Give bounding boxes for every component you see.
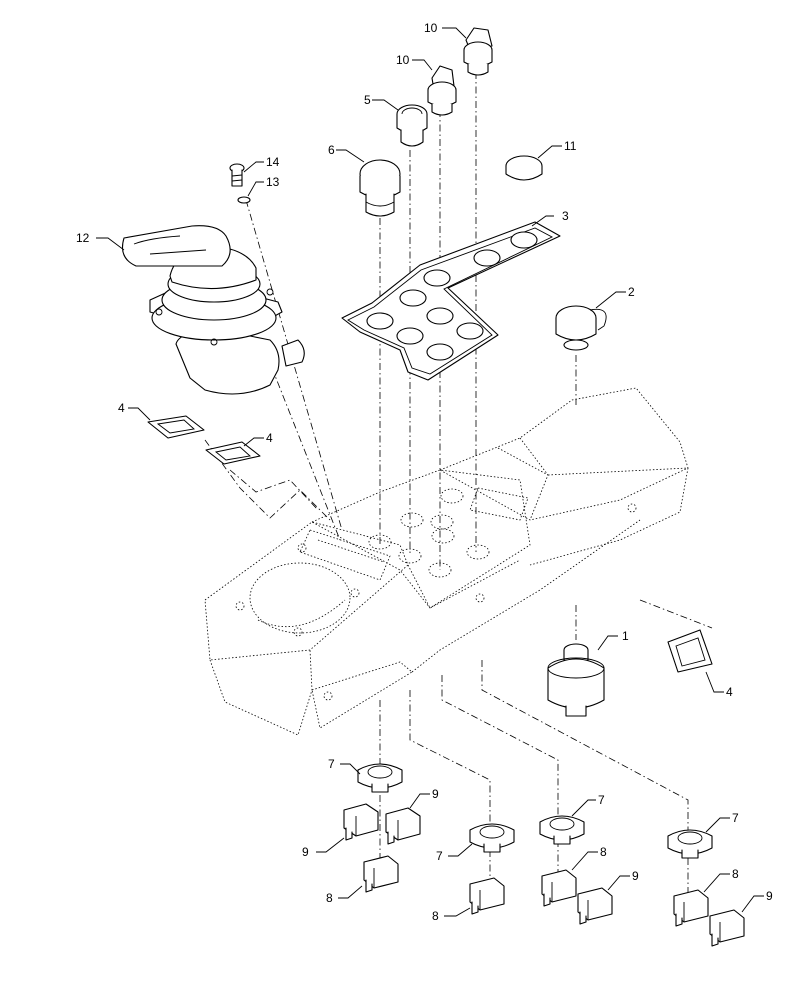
clip-3 <box>539 815 585 845</box>
callout-7c: 7 <box>598 793 605 807</box>
callout-4-middle: 4 <box>266 431 273 445</box>
callout-2: 2 <box>628 285 635 299</box>
rotary-selector-right <box>463 27 493 76</box>
callout-8b: 8 <box>432 909 439 923</box>
callout-7b: 7 <box>436 849 443 863</box>
leader-lines <box>96 27 764 917</box>
callout-12: 12 <box>76 231 90 245</box>
callout-13: 13 <box>266 175 280 189</box>
callout-9d: 9 <box>766 889 773 903</box>
micro-switch-8b <box>469 877 505 915</box>
clip-4 <box>667 829 713 859</box>
micro-switch-8d <box>673 889 709 927</box>
callout-9c: 9 <box>632 869 639 883</box>
gasket-middle <box>205 441 261 465</box>
callout-7a: 7 <box>328 757 335 771</box>
callout-9b: 9 <box>302 845 309 859</box>
callout-4-left: 4 <box>118 401 125 415</box>
push-button-small <box>396 104 428 147</box>
callout-8a: 8 <box>326 891 333 905</box>
rubber-cap <box>555 305 607 351</box>
callout-7d: 7 <box>732 811 739 825</box>
gasket-right <box>667 629 713 673</box>
joystick-assembly <box>121 225 305 395</box>
clip-1 <box>357 763 403 793</box>
micro-switch-9c <box>577 887 613 925</box>
callouts: 10 10 5 6 11 14 13 3 12 2 4 4 1 4 7 9 7 … <box>76 21 773 923</box>
micro-switch-9a <box>343 803 379 841</box>
screw <box>229 163 245 187</box>
washer <box>237 196 251 204</box>
alignment-lines <box>204 72 713 895</box>
callout-6: 6 <box>328 143 335 157</box>
gasket-left <box>147 415 205 439</box>
micro-switch-8a <box>363 855 399 893</box>
console-housing <box>204 387 689 736</box>
callout-10b: 10 <box>396 53 410 67</box>
callout-11: 11 <box>564 139 577 153</box>
keypad-membrane <box>341 221 561 381</box>
callout-5: 5 <box>364 93 371 107</box>
callout-4-right: 4 <box>726 685 733 699</box>
callout-3: 3 <box>562 209 569 223</box>
key-switch <box>547 643 605 717</box>
micro-switch-9b <box>385 807 421 845</box>
push-button-large <box>359 159 401 217</box>
blanking-plug <box>505 155 543 181</box>
micro-switch-9d <box>709 909 745 947</box>
callout-8c: 8 <box>600 845 607 859</box>
callout-14: 14 <box>266 155 280 169</box>
callout-8d: 8 <box>732 867 739 881</box>
rotary-selector-left <box>427 65 457 116</box>
callout-10a: 10 <box>424 21 438 35</box>
clip-2 <box>469 823 515 853</box>
callout-1: 1 <box>622 629 629 643</box>
micro-switch-8c <box>541 869 577 907</box>
callout-9a: 9 <box>432 787 439 801</box>
